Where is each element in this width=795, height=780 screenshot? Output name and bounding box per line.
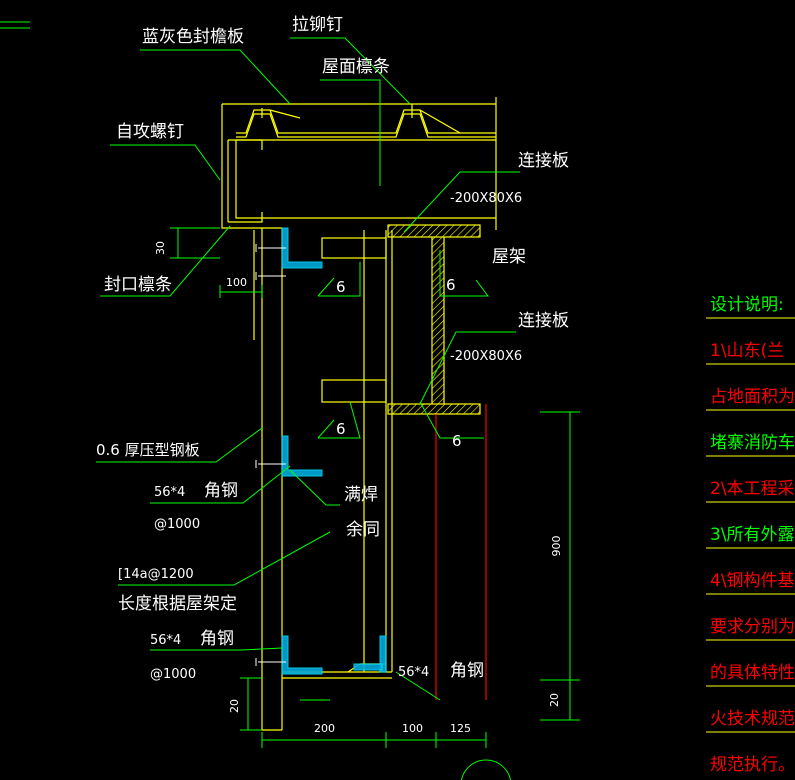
dim-200: 200 [314, 722, 335, 735]
notes-line-6: 4\钢构件基 [710, 571, 795, 591]
dim-20-right: 20 [548, 693, 561, 707]
dim-900: 900 [550, 536, 563, 557]
structure [221, 97, 497, 731]
leader-lines [96, 37, 520, 701]
label-angle-spec-2: 56*4 [150, 633, 181, 648]
bottom-arc [461, 759, 511, 780]
notes-line-9: 火技术规范》 [710, 709, 795, 729]
dim-30: 30 [154, 241, 167, 255]
label-channel-spec: [14a@1200 [118, 567, 194, 582]
label-self-tapping-screw: 自攻螺钉 [116, 122, 184, 142]
channel-column [385, 230, 393, 672]
dim-100: 100 [402, 722, 423, 735]
label-connecting-plate-mid: 连接板 [518, 311, 569, 331]
notes-rules [706, 317, 795, 733]
notes-line-8: 的具体特性而 [710, 663, 795, 683]
label-blue-grey-fascia: 蓝灰色封檐板 [142, 27, 244, 47]
label-closing-purlin: 封口檩条 [104, 275, 172, 295]
label-connecting-plate-top: 连接板 [518, 151, 569, 171]
label-plate-spec-mid: -200X80X6 [450, 349, 522, 364]
dim-100-top: 100 [226, 276, 247, 289]
label-spacing-1: @1000 [154, 517, 200, 532]
roof-purlin-section [235, 139, 496, 219]
red-lines [435, 404, 487, 700]
label-weld-3: 6 [336, 420, 346, 438]
corner-mark [0, 21, 30, 29]
label-plate-spec-top: -200X80X6 [450, 191, 522, 206]
label-angle-word-3: 角钢 [450, 661, 484, 681]
notes-line-5: 3\所有外露 [710, 525, 795, 545]
notes-heading: 设计说明: [710, 295, 784, 315]
label-angle-spec-3: 56*4 [398, 665, 429, 680]
label-same-rest: 余同 [346, 520, 380, 540]
label-angle-spec-1: 56*4 [154, 485, 185, 500]
label-steel-sheet: 0.6 厚压型钢板 [96, 441, 200, 459]
notes-line-4: 2\本工程采 [710, 479, 795, 499]
angle-pieces [281, 227, 387, 675]
notes-line-2: 占地面积为7 [710, 387, 795, 407]
label-weld-2: 6 [446, 276, 456, 294]
label-full-weld: 满焊 [344, 485, 378, 505]
label-blind-rivet: 拉铆钉 [292, 15, 343, 35]
label-roof-purlin: 屋面檩条 [322, 57, 390, 77]
steel-sheet-wall [261, 228, 283, 731]
notes-line-7: 要求分别为, [710, 617, 795, 637]
dimensions [170, 227, 580, 748]
roof-sheet [236, 113, 496, 138]
label-length-note: 长度根据屋架定 [118, 594, 237, 614]
label-weld-1: 6 [336, 278, 346, 296]
dim-20-left: 20 [228, 699, 241, 713]
notes-line-10: 规范执行。 [710, 755, 795, 775]
bolts [255, 244, 286, 666]
label-angle-word-1: 角钢 [204, 481, 238, 501]
label-weld-4: 6 [452, 432, 462, 450]
dim-125: 125 [450, 722, 471, 735]
notes-line-1: 1\山东(兰 [710, 341, 784, 361]
notes-line-3: 堵寨消防车道 [710, 433, 795, 453]
label-angle-word-2: 角钢 [200, 629, 234, 649]
fascia-cover [221, 103, 496, 229]
label-roof-frame: 屋架 [492, 247, 526, 267]
label-spacing-2: @1000 [150, 667, 196, 682]
